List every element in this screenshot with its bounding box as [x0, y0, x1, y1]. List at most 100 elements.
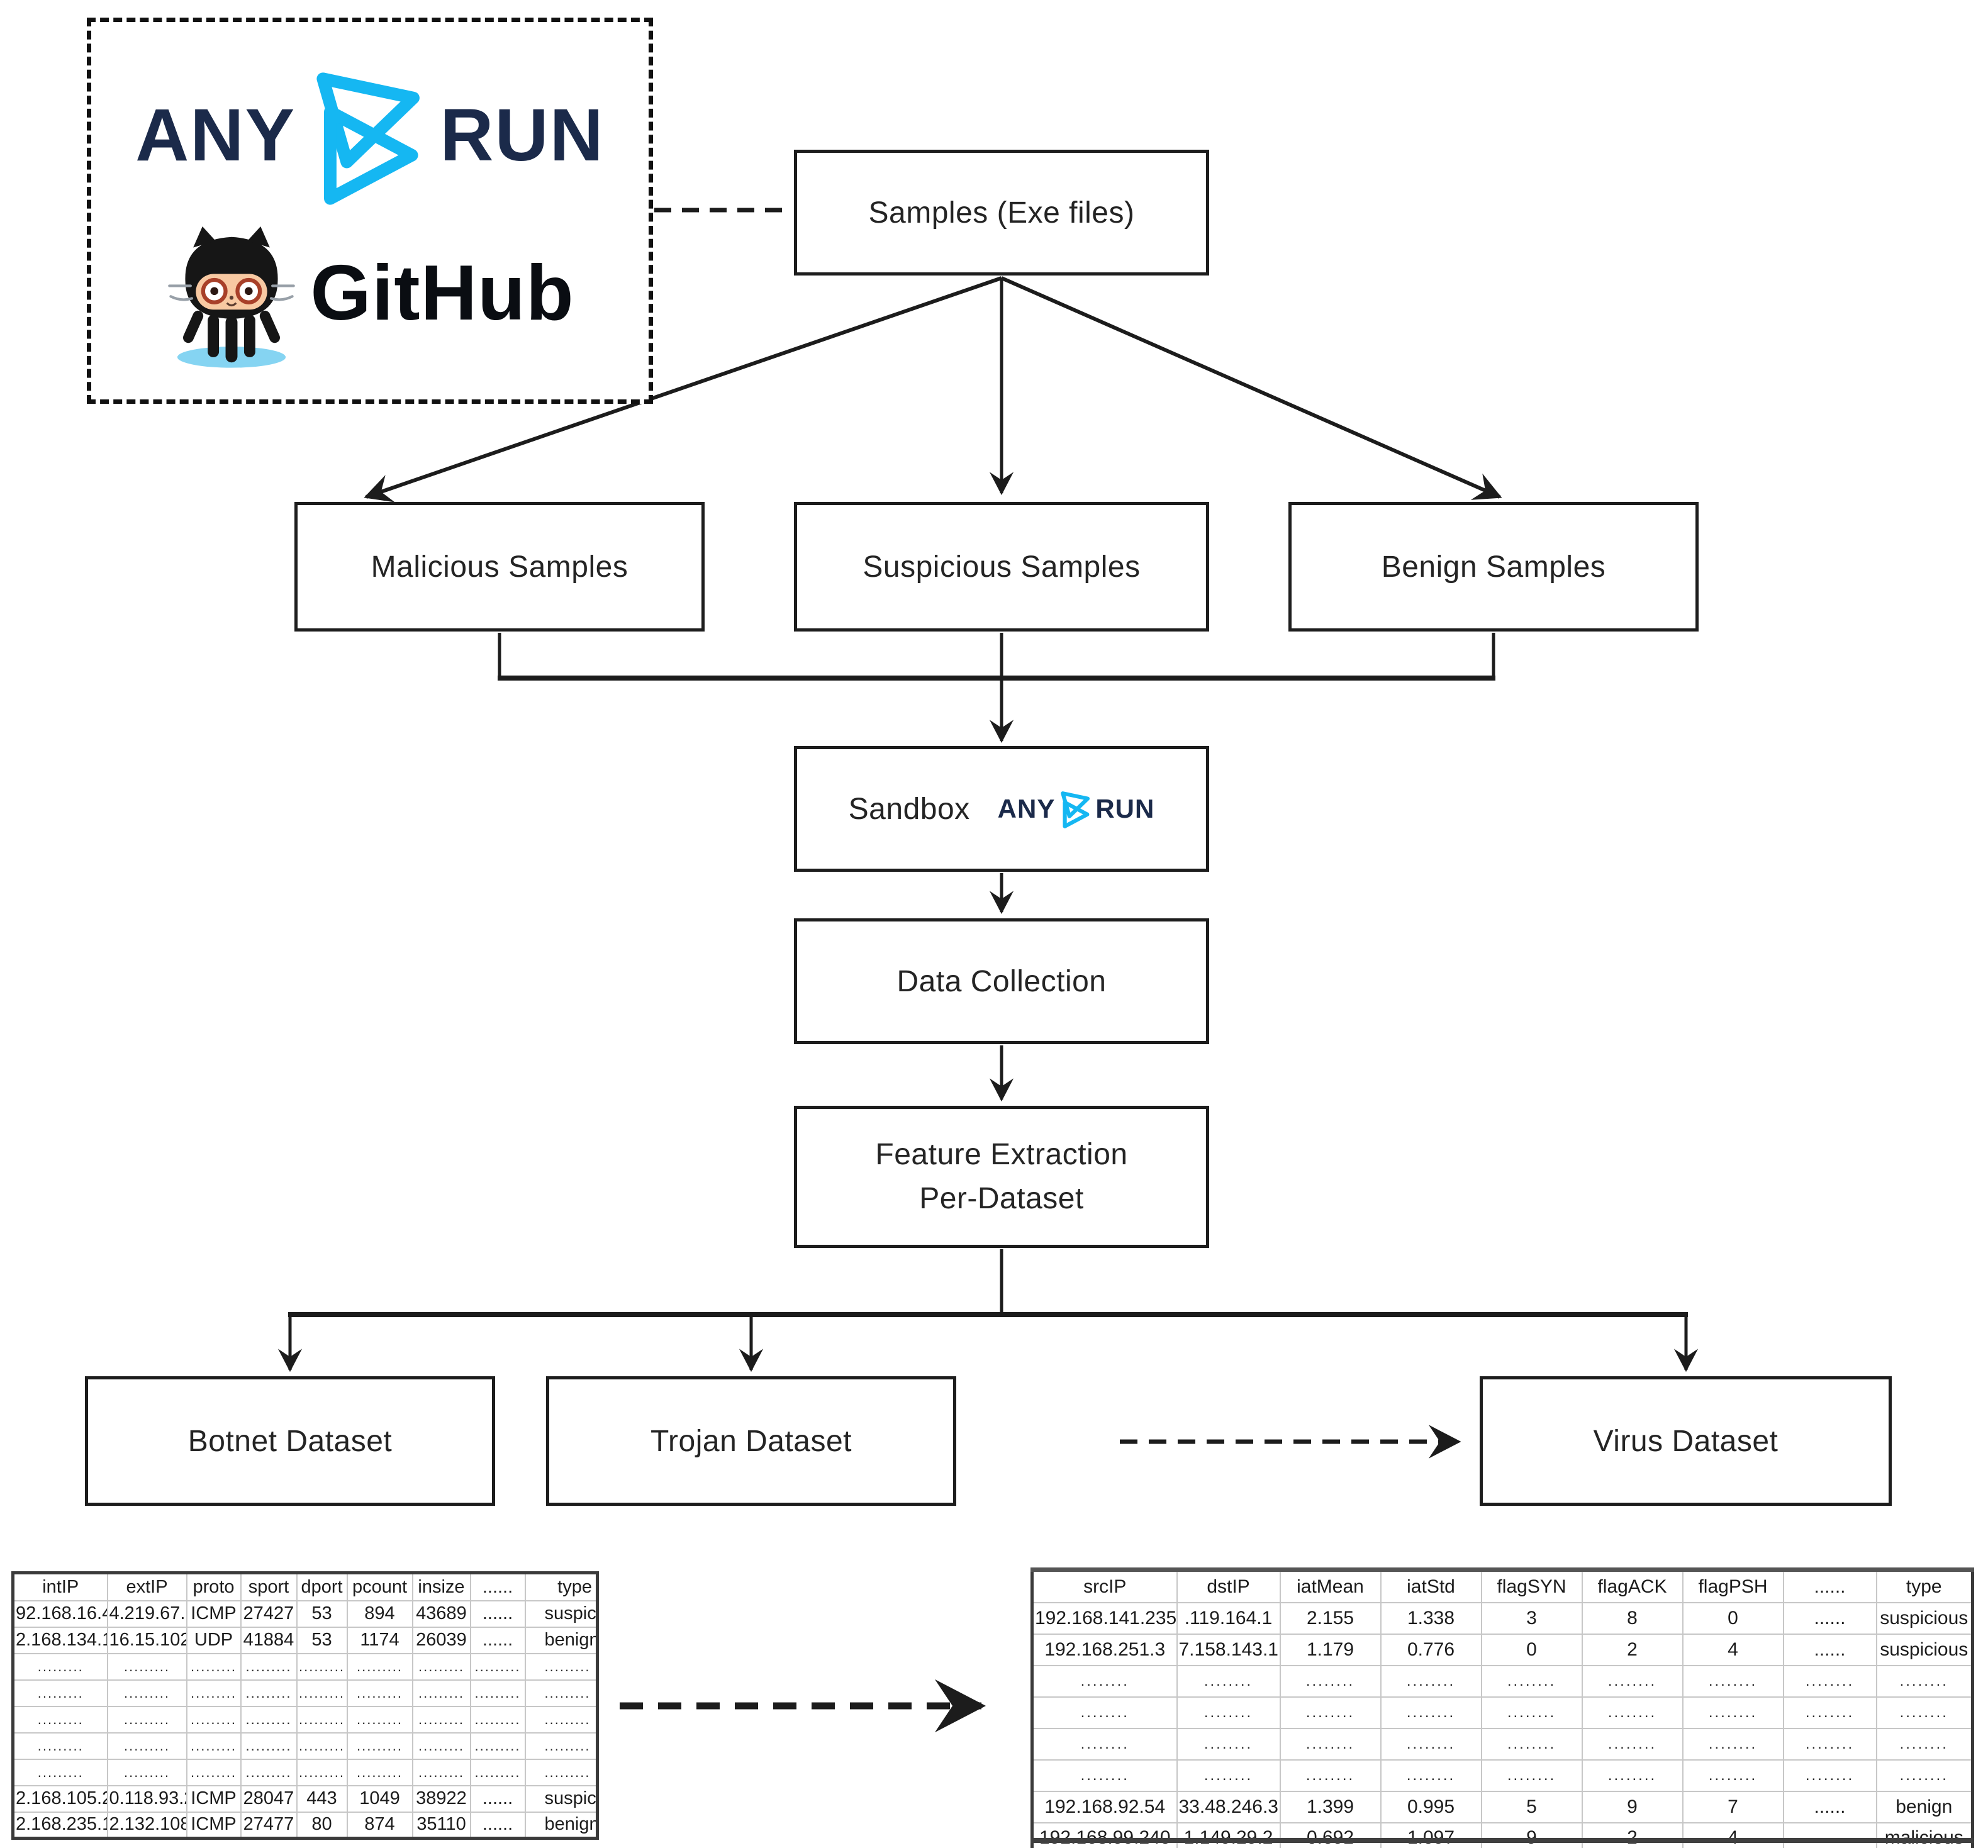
- anyrun-play-icon: [316, 72, 420, 205]
- anyrun-logo-text-right: RUN: [440, 94, 605, 177]
- table-header-cell: extIP: [106, 1572, 187, 1601]
- table-cell: .........: [186, 1679, 242, 1707]
- table-cell: .........: [12, 1705, 108, 1734]
- arrow-samples-to-benign: [1000, 276, 1502, 500]
- node-botnet-dataset: Botnet Dataset: [85, 1376, 495, 1506]
- table-cell: UDP: [186, 1626, 242, 1654]
- table-cell: malicious: [1875, 1822, 1974, 1848]
- arrow-samples-to-malicious: [364, 276, 1002, 503]
- table-cell: 80: [296, 1811, 348, 1839]
- table-cell: 7.158.143.1: [1176, 1633, 1281, 1666]
- table-cell: ........: [1480, 1664, 1583, 1698]
- table-cell: .........: [186, 1758, 242, 1786]
- table-cell: ICMP: [186, 1811, 242, 1839]
- table-cell: [1782, 1822, 1877, 1848]
- table-cell: .........: [524, 1705, 598, 1734]
- table-cell: 0: [1682, 1601, 1784, 1635]
- node-feature-extraction: Feature Extraction Per-Dataset: [794, 1106, 1209, 1248]
- table-cell: ........: [1875, 1759, 1974, 1792]
- table-cell: .........: [296, 1732, 348, 1760]
- table-cell: .........: [106, 1705, 187, 1734]
- table-cell: .........: [411, 1758, 471, 1786]
- table-cell: 16.15.102.4: [106, 1626, 187, 1654]
- table-header-cell: pcount: [346, 1572, 413, 1601]
- table-cell: .........: [106, 1732, 187, 1760]
- table-cell: ........: [1480, 1696, 1583, 1729]
- node-feature-line1: Feature Extraction: [875, 1138, 1128, 1172]
- table-cell: 1174: [346, 1626, 413, 1654]
- table-header-cell: sport: [240, 1572, 298, 1601]
- table-cell: .........: [346, 1758, 413, 1786]
- table-header-cell: intIP: [12, 1572, 108, 1601]
- table-cell: benign: [1875, 1790, 1974, 1823]
- table-header-cell: proto: [186, 1572, 242, 1601]
- table-cell: ........: [1031, 1664, 1178, 1698]
- table-cell: 1.338: [1380, 1601, 1482, 1635]
- table-cell: ........: [1581, 1696, 1684, 1729]
- node-sandbox: Sandbox ANY RUN: [794, 746, 1209, 872]
- node-data-collection-label: Data Collection: [896, 964, 1107, 998]
- table-cell: 41884: [240, 1626, 298, 1654]
- table-cell: .........: [296, 1679, 348, 1707]
- node-malicious-label: Malicious Samples: [371, 550, 628, 584]
- table-cell: 1.097: [1380, 1822, 1482, 1848]
- table-cell: .........: [240, 1705, 298, 1734]
- table-header-cell: flagSYN: [1480, 1569, 1583, 1603]
- table-cell: 53: [296, 1600, 348, 1628]
- table-cell: .........: [186, 1705, 242, 1734]
- table-cell: ICMP: [186, 1784, 242, 1813]
- table-cell: 0.692: [1279, 1822, 1382, 1848]
- table-cell: 192.168.251.3: [1031, 1633, 1178, 1666]
- table-cell: .........: [296, 1705, 348, 1734]
- table-cell: ......: [469, 1811, 526, 1839]
- table-cell: ........: [1581, 1727, 1684, 1761]
- table-header-cell: type: [1875, 1569, 1974, 1603]
- table-cell: 8: [1581, 1601, 1684, 1635]
- table-cell: .........: [346, 1705, 413, 1734]
- table-cell: .........: [524, 1652, 598, 1681]
- anyrun-logo-text-left: ANY: [135, 94, 296, 177]
- table-cell: .........: [240, 1758, 298, 1786]
- table-cell: ........: [1279, 1727, 1382, 1761]
- table-cell: .........: [296, 1652, 348, 1681]
- sources-logo-box: ANY RUN: [87, 18, 653, 404]
- table-cell: .........: [106, 1758, 187, 1786]
- table-cell: .........: [469, 1758, 526, 1786]
- node-benign-label: Benign Samples: [1381, 550, 1606, 584]
- table-cell: 192.168.141.235: [1031, 1601, 1178, 1635]
- table-cell: ......: [469, 1600, 526, 1628]
- table-cell: 35110: [411, 1811, 471, 1839]
- table-cell: 2: [1581, 1822, 1684, 1848]
- table-header-cell: ......: [469, 1572, 526, 1601]
- node-samples: Samples (Exe files): [794, 150, 1209, 276]
- table-row: ........................................…: [1031, 1696, 1974, 1729]
- table-cell: 33.48.246.3: [1176, 1790, 1281, 1823]
- table-cell: .........: [469, 1679, 526, 1707]
- table-cell: ........: [1176, 1727, 1281, 1761]
- table-cell: 7: [1682, 1790, 1784, 1823]
- table-cell: 53: [296, 1626, 348, 1654]
- table-cell: ........: [1782, 1759, 1877, 1792]
- table-cell: .........: [411, 1652, 471, 1681]
- table-cell: ........: [1875, 1664, 1974, 1698]
- table-cell: .........: [524, 1758, 598, 1786]
- table-row: 92.168.16.44.219.67.2ICMP274275389443689…: [12, 1600, 598, 1628]
- table-cell: .........: [106, 1652, 187, 1681]
- table-cell: ......: [1782, 1790, 1877, 1823]
- table-cell: 443: [296, 1784, 348, 1813]
- table-cell: 9: [1581, 1790, 1684, 1823]
- table-header-cell: type: [524, 1572, 598, 1601]
- table-cell: .........: [12, 1732, 108, 1760]
- table-cell: .........: [346, 1732, 413, 1760]
- table-cell: 1.149.29.2: [1176, 1822, 1281, 1848]
- table-cell: 1049: [346, 1784, 413, 1813]
- table-cell: 2: [1581, 1633, 1684, 1666]
- table-cell: 5: [1480, 1790, 1583, 1823]
- table-cell: .........: [524, 1732, 598, 1760]
